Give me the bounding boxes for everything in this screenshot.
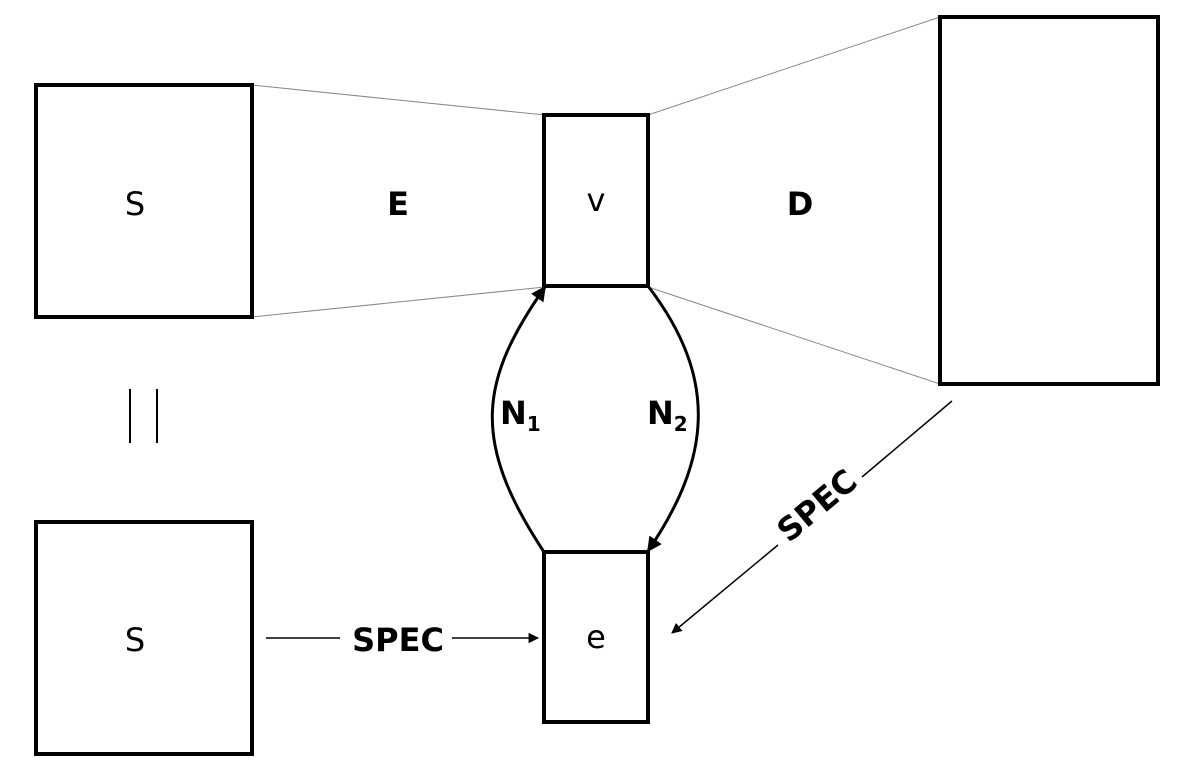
box-output	[938, 15, 1160, 386]
encoder-label: E	[387, 185, 409, 223]
spec-diagonal-label: SPEC	[770, 462, 865, 550]
box-s-top-label: S	[125, 185, 145, 223]
encoder-bottom-connector	[251, 286, 546, 318]
box-s-top	[34, 83, 254, 319]
n1-label-subscript: 1	[527, 412, 541, 436]
box-e	[542, 550, 650, 724]
encoder-top-connector	[251, 84, 546, 116]
box-e-label: e	[586, 618, 606, 656]
box-s-bottom	[34, 520, 254, 756]
n1-label-main: N	[500, 394, 527, 432]
box-v	[542, 113, 650, 288]
n2-label-subscript: 2	[674, 412, 688, 436]
spec-bottom-label: SPEC	[352, 621, 444, 659]
box-v-label: v	[587, 181, 606, 219]
decoder-bottom-connector	[647, 286, 941, 385]
decoder-label: D	[787, 185, 814, 223]
n2-label-main: N	[647, 394, 674, 432]
n2-curve-arrow	[646, 285, 700, 553]
n1-label: N1	[500, 394, 541, 436]
n2-label: N2	[647, 394, 688, 436]
spec-diagonal-arrow	[671, 544, 779, 634]
box-s-bottom-label: S	[125, 621, 145, 659]
spec-diagonal-line-top	[861, 400, 953, 478]
n1-curve-arrow	[490, 285, 547, 553]
decoder-top-connector	[647, 16, 941, 116]
